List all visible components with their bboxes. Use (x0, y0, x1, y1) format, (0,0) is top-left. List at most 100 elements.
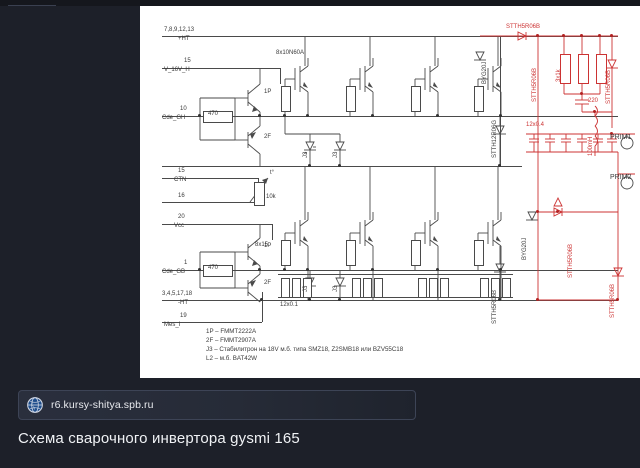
label-thermistor-value: 10k (266, 194, 276, 200)
label-diode-stth5-e: STTH5R06B (610, 283, 616, 318)
page-title: Схема сварочного инвертора gysmi 165 (18, 430, 300, 447)
junction-node-red (562, 34, 565, 37)
terminal-name-label: Mes_I (164, 322, 181, 328)
label-zener-bot-2: J3 (333, 285, 339, 292)
terminal-pin-label: 10 (180, 106, 187, 112)
label-diode-stth12: STTH12R06G (492, 119, 498, 158)
junction-node (198, 114, 201, 117)
junction-node (338, 164, 341, 167)
terminal-pin-label: 7,8,9,12,13 (164, 27, 195, 33)
junction-node (499, 268, 502, 271)
junction-node (258, 268, 261, 271)
junction-node (308, 298, 311, 301)
legend-line-4: L2 – м.б. BAT42W (206, 355, 258, 362)
legend-line-1: 1P – FMMT2222A (206, 328, 257, 335)
label-zener-top-1: J3 (303, 151, 309, 158)
terminal-name-label: +HT (178, 36, 190, 42)
junction-node-red (610, 34, 613, 37)
top-strip-divider (8, 5, 56, 6)
rail-pin16 (162, 202, 258, 203)
junction-node (283, 114, 286, 117)
output-terminals (620, 134, 634, 190)
wire-mes-up (262, 292, 263, 322)
base-resistor-bottom (203, 265, 233, 277)
junction-node-red (616, 298, 619, 301)
rail-ht-negative (162, 300, 618, 301)
url-text: r6.kursy-shitya.spb.ru (51, 399, 154, 411)
gate-resistor-bot-1 (281, 240, 291, 266)
gate-resistor-top-1 (281, 86, 291, 112)
rail-mid-bus (162, 166, 522, 167)
junction-node (498, 164, 501, 167)
label-driver-pnp-2: 2F (264, 280, 272, 286)
wire-v16-down (280, 68, 281, 84)
terminal-pin-label: 19 (180, 313, 187, 319)
schematic-symbols (199, 31, 635, 303)
junction-node (258, 114, 261, 117)
label-base-resistor-top: 470 (208, 111, 219, 117)
junction-node (198, 268, 201, 271)
terminal-pin-label: 15 (178, 168, 185, 174)
terminal-name-label: Vcc (174, 223, 185, 229)
junction-node (338, 298, 341, 301)
label-diode-stth5-d: STTH5R06B (568, 243, 574, 278)
rail-gate-bottom (280, 270, 618, 271)
label-mosfet-bank-top: 8x10N60A (276, 50, 305, 56)
label-snubber-res: 3x1k (556, 69, 562, 82)
junction-node-red (580, 34, 583, 37)
label-snubber-caps: 12x0.4 (526, 122, 545, 128)
label-driver-npn-2: 1P (264, 243, 272, 249)
junction-node-red (536, 210, 539, 213)
terminal-name-label: -HT (178, 300, 188, 306)
rail-mes-i (162, 322, 262, 323)
label-diode-byg-top: BYG20J (482, 61, 488, 84)
junction-node (371, 268, 374, 271)
junction-node-red (610, 132, 613, 135)
junction-node-red (556, 210, 559, 213)
label-thermistor-symbol: t° (270, 170, 275, 176)
gate-resistor-bot-2 (346, 240, 356, 266)
label-driver-pnp: 2F (264, 134, 272, 140)
label-diode-stth5-f: STTH5R06B (492, 289, 498, 324)
label-source-resistors: 12x0.1 (280, 302, 299, 308)
url-chip[interactable]: r6.kursy-shitya.spb.ru (18, 390, 416, 420)
source-bus-top (278, 274, 513, 275)
junction-node (498, 298, 501, 301)
junction-node (308, 164, 311, 167)
schematic-image[interactable]: 7,8,9,12,13 +HT 15 V_16V_H 10 Cde_GH 15 … (140, 6, 640, 378)
label-inductor: 100mH (588, 136, 594, 156)
terminal-name-label: Cde_GB (162, 269, 186, 275)
thermistor-10k (254, 182, 265, 206)
label-base-resistor-bottom: 470 (208, 265, 219, 271)
label-diode-stth5-a: STTH5R06B (506, 24, 541, 30)
wire-vcc-down (272, 224, 273, 240)
terminal-pin-label: 3,4,5,17,18 (162, 291, 193, 297)
legend-line-3: J3 – Стабилитрон на 18V м.б. типа SMZ18,… (206, 346, 404, 353)
label-gate-res-bottom: 8x15 (255, 242, 269, 248)
rail-ht-positive (162, 36, 618, 37)
label-diode-stth5-b: STTH5R06B (532, 67, 538, 102)
globe-icon (27, 397, 43, 413)
terminal-pin-label: 1 (184, 260, 188, 266)
terminal-prim1: PRIM1 (610, 134, 632, 141)
label-diode-byg-bot: BYG20J (522, 237, 528, 260)
junction-node-red (536, 34, 539, 37)
junction-node (371, 114, 374, 117)
snubber-resistor-2 (578, 54, 589, 84)
label-diode-stth5-c: STTH5R06B (606, 69, 612, 104)
junction-node (283, 268, 286, 271)
base-resistor-top (203, 111, 233, 123)
label-zener-bot-1: J3 (303, 285, 309, 292)
snubber-resistor-3 (596, 54, 607, 84)
junction-node-red (593, 110, 596, 113)
gate-resistor-top-4 (474, 86, 484, 112)
gate-resistor-top-3 (411, 86, 421, 112)
legend-line-2: 2F – FMMT2907A (206, 337, 256, 344)
terminal-name-label: Cde_GH (162, 115, 186, 121)
label-zener-top-2: J3 (333, 151, 339, 158)
rail-v16v (162, 68, 280, 69)
junction-node (436, 268, 439, 271)
junction-node (306, 268, 309, 271)
source-bus-bottom (278, 297, 513, 298)
